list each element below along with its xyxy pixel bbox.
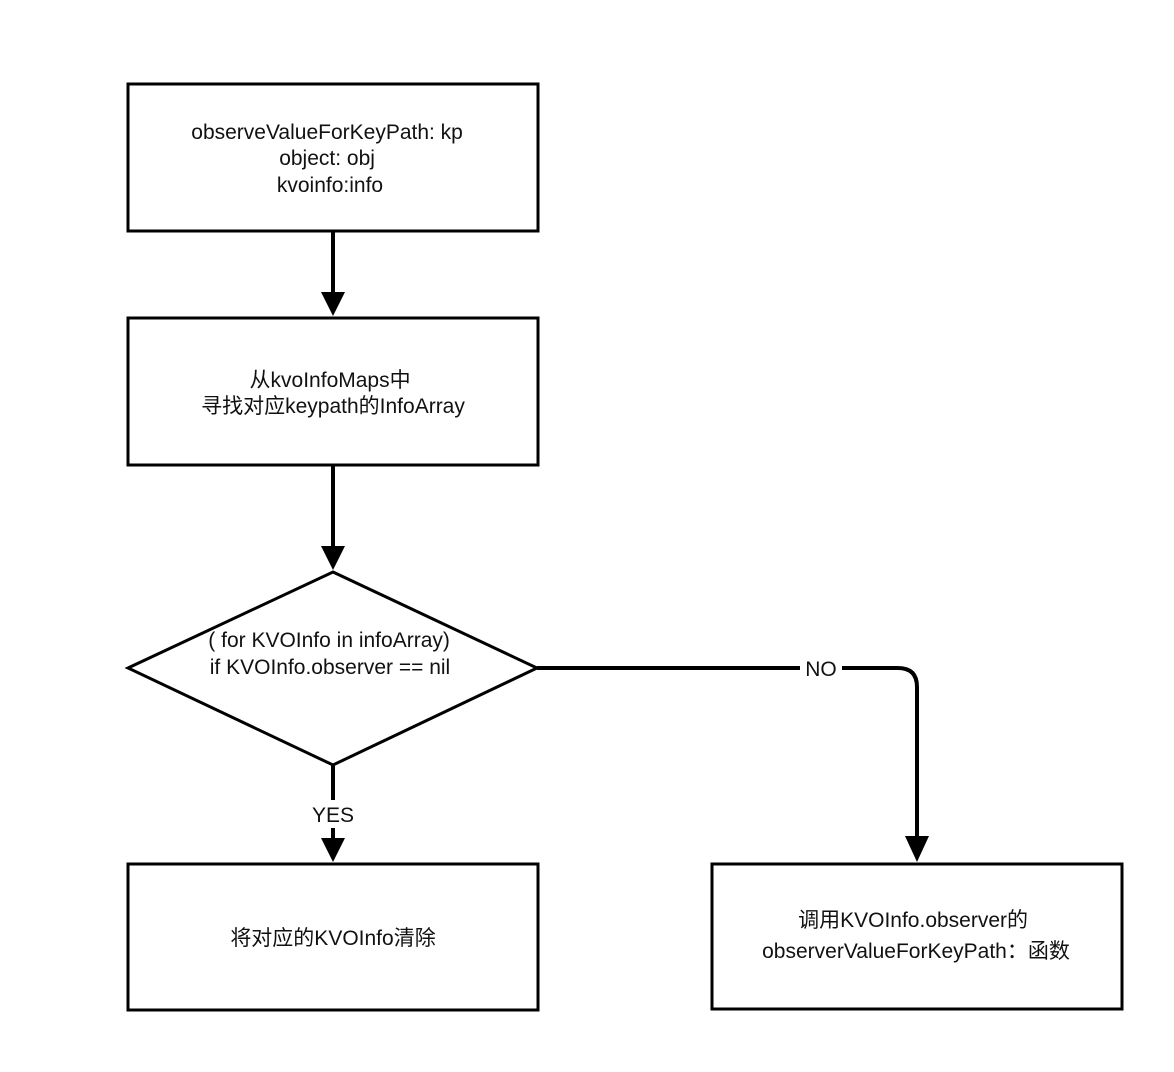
svg-text:( for KVOInfo in infoArray): ( for KVOInfo in infoArray) if KVOInfo.o… [208,629,455,679]
yes-label: YES [312,804,354,827]
decision-line-2: if KVOInfo.observer == nil [210,656,450,679]
decision-node: ( for KVOInfo in infoArray) if KVOInfo.o… [124,570,541,767]
no-action-node: 调用KVOInfo.observer的 observerValueForKeyP… [710,862,1124,1011]
decision-line-1: ( for KVOInfo in infoArray) [208,629,450,652]
yes-action-line-1: 将对应的KVOInfo清除 [230,927,435,950]
svg-text:从kvoInfoMaps中 寻找对应keypat: 从kvoInfoMaps中 寻找对应keypath的InfoArray [201,369,465,418]
no-label: NO [805,658,837,681]
svg-text:observeValueForKeyPath: kp: observeValueForKeyPath: kp object: obj k… [191,121,468,197]
start-line-3: kvoinfo:info [277,174,383,197]
edge-start-to-lookup [321,231,345,316]
no-action-line-2: observerValueForKeyPath：函数 [762,940,1070,963]
lookup-line-1: 从kvoInfoMaps中 [250,369,411,392]
start-line-2: object: obj [279,147,375,170]
svg-text:调用KVOInfo.observer的 obse: 调用KVOInfo.observer的 observerValueForKeyP… [762,909,1070,963]
start-line-1: observeValueForKeyPath: kp [191,121,463,144]
edge-decision-no [537,666,929,862]
lookup-line-2: 寻找对应keypath的InfoArray [201,395,465,418]
svg-text:将对应的KVOInfo清除: 将对应的KVOInfo清除 [230,927,435,950]
start-node: observeValueForKeyPath: kp object: obj k… [126,82,540,233]
no-action-line-1: 调用KVOInfo.observer的 [798,909,1028,932]
yes-action-node: 将对应的KVOInfo清除 [126,862,540,1012]
edge-decision-yes [321,766,345,862]
lookup-node: 从kvoInfoMaps中 寻找对应keypath的InfoArray [126,316,540,467]
edge-lookup-to-decision [321,465,345,570]
